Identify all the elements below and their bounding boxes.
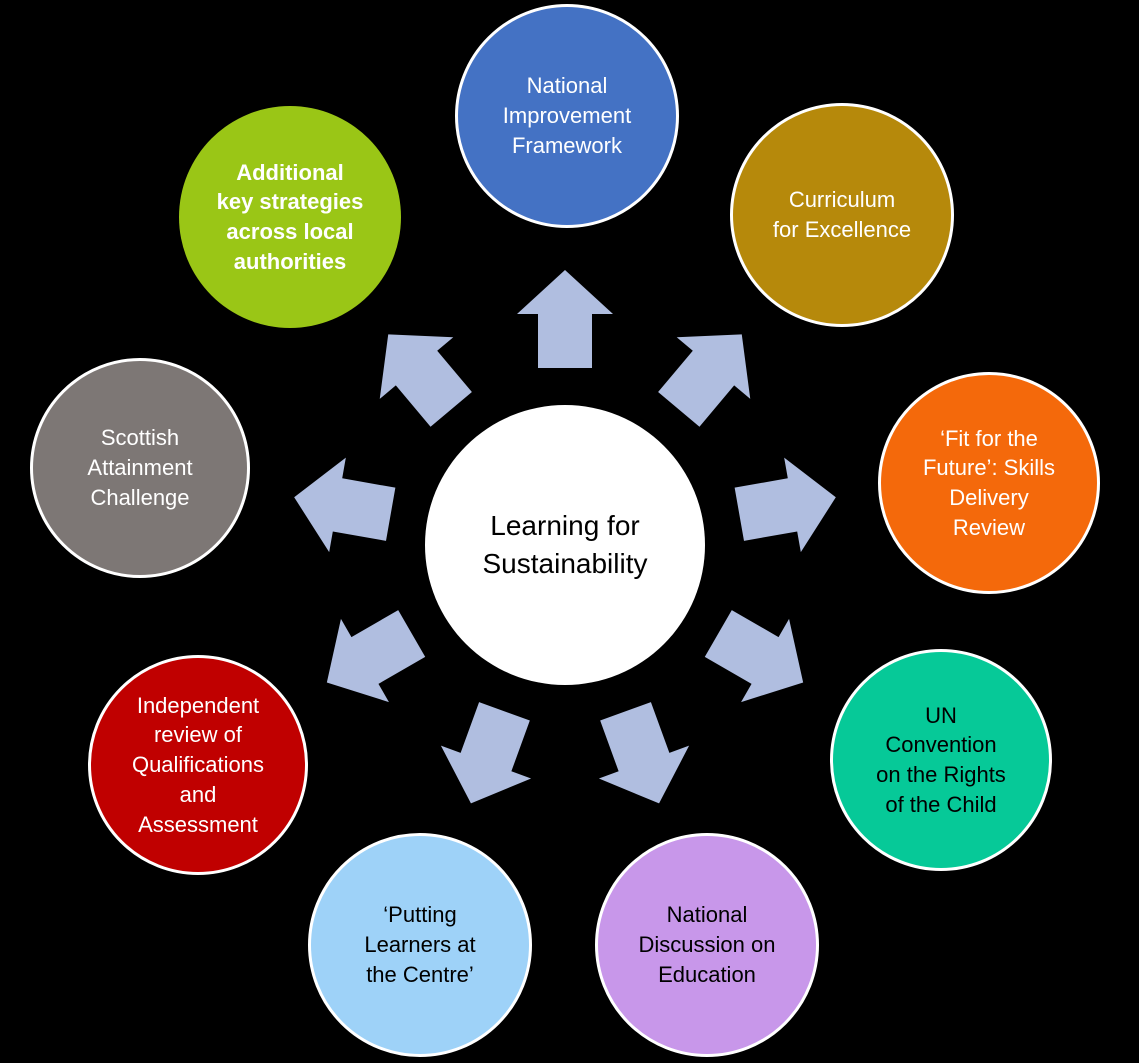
circle-un-convention-rights-of-the-child: UN Convention on the Rights of the Child [830,649,1052,871]
circle-label: Scottish Attainment Challenge [87,425,193,510]
circle-national-improvement-framework: National Improvement Framework [455,4,679,228]
arrow-fit-for-the-future [730,449,845,562]
circle-curriculum-for-excellence: Curriculum for Excellence [730,103,954,327]
circle-label: Additional key strategies across local a… [216,159,364,274]
circle-label: UN Convention on the Rights of the Child [876,702,1006,817]
arrow-un-convention [694,591,828,725]
circle-label: ‘Putting Learners at the Centre’ [364,902,476,987]
circle-national-discussion-on-education: National Discussion on Education [595,833,819,1057]
arrow-additional-strategies [351,303,488,441]
arrow-national-improvement-framework [517,270,613,368]
circle-label: Independent review of Qualifications and… [131,692,265,837]
arrow-national-discussion [580,694,705,820]
arrow-independent-review [302,591,436,725]
arrow-scottish-attainment [285,449,400,562]
center-label: Learning for Sustainability [482,510,648,579]
arrow-curriculum-for-excellence [642,303,779,441]
circle-label: National Improvement Framework [502,73,632,158]
circle-label: ‘Fit for the Future’: Skills Delivery Re… [922,425,1056,540]
circle-label: Curriculum for Excellence [772,187,912,242]
arrow-putting-learners [425,694,550,820]
circle-additional-key-strategies: Additional key strategies across local a… [179,106,401,328]
circle-fit-for-the-future-skills-delivery-review: ‘Fit for the Future’: Skills Delivery Re… [878,372,1100,594]
circle-independent-review-qualifications-assessment: Independent review of Qualifications and… [88,655,308,875]
circle-scottish-attainment-challenge: Scottish Attainment Challenge [30,358,250,578]
center-circle-learning-for-sustainability: Learning for Sustainability [425,405,705,685]
circle-label: National Discussion on Education [638,902,776,987]
circle-putting-learners-at-the-centre: ‘Putting Learners at the Centre’ [308,833,532,1057]
